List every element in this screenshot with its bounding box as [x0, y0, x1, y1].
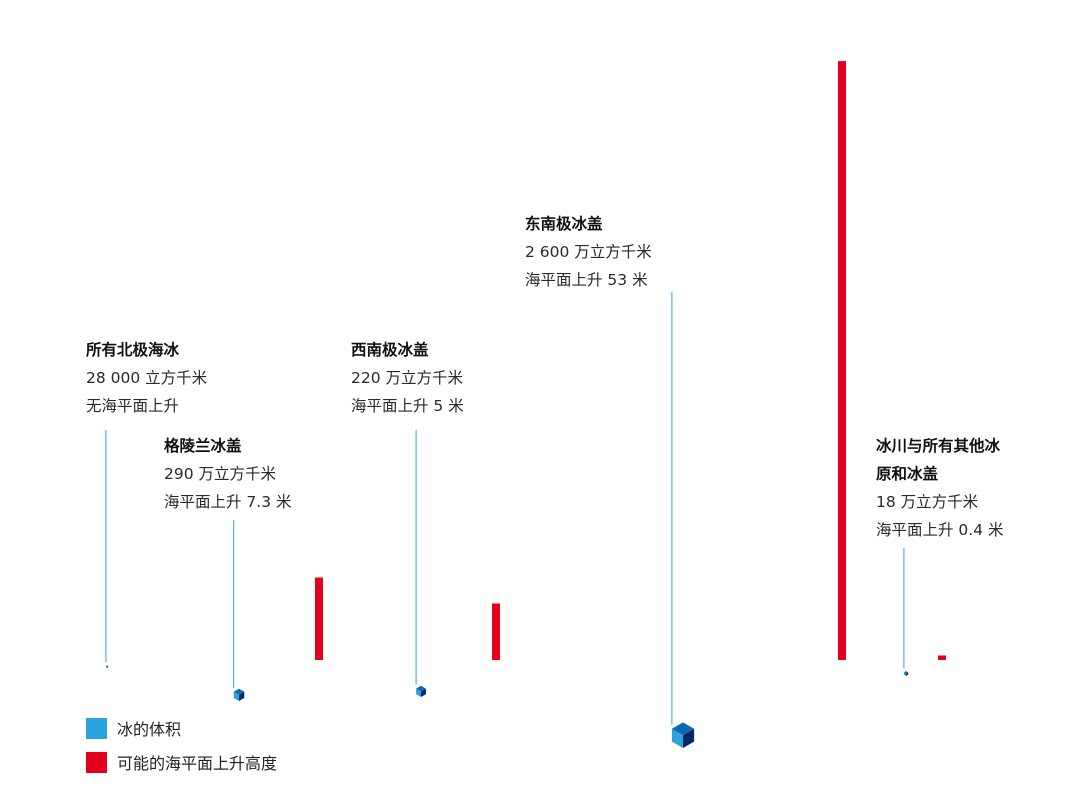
label-volume: 220 万立方千米 [351, 369, 464, 387]
cube-face-front [105, 666, 107, 668]
cube-face-front [903, 672, 906, 676]
cube-face-top [233, 688, 245, 695]
legend-swatch-ice-volume [86, 717, 107, 739]
sea-level-bar [838, 61, 846, 661]
label-volume: 18 万立方千米 [876, 493, 979, 511]
sea-level-bar [315, 577, 323, 660]
label-title: 格陵兰冰盖 [164, 437, 242, 455]
cube-face-top [105, 665, 109, 667]
label-title: 冰川与所有其他冰 [876, 437, 1001, 455]
cube-face-side [683, 728, 695, 748]
sea-level-bar [938, 655, 946, 660]
legend-label-sea-rise: 可能的海平面上升高度 [117, 754, 278, 773]
cube-face-top [416, 685, 426, 692]
label-title-continued: 原和冰盖 [876, 465, 939, 483]
label-sea-rise: 海平面上升 7.3 米 [164, 493, 292, 511]
label-glaciers-other: 冰川与所有其他冰 原和冰盖 18 万立方千米 海平面上升 0.4 米 [876, 432, 1004, 544]
legend-swatch-sea-rise [86, 751, 107, 773]
label-sea-rise: 海平面上升 5 米 [351, 397, 464, 415]
cube-face-side [239, 691, 245, 701]
legend-label-ice-volume: 冰的体积 [117, 720, 182, 739]
label-title: 西南极冰盖 [351, 341, 429, 359]
label-volume: 28 000 立方千米 [86, 369, 208, 387]
cube-face-top [671, 722, 695, 736]
label-title: 所有北极海冰 [86, 341, 180, 359]
legend-item-sea-rise: 可能的海平面上升高度 [86, 750, 277, 774]
sea-level-bar [492, 603, 500, 660]
cube-face-side [421, 688, 426, 697]
cube-face-front [671, 728, 683, 748]
label-sea-rise: 海平面上升 0.4 米 [876, 521, 1004, 539]
legend-item-ice-volume: 冰的体积 [86, 716, 181, 740]
label-volume: 2 600 万立方千米 [525, 243, 652, 261]
label-greenland: 格陵兰冰盖 290 万立方千米 海平面上升 7.3 米 [164, 432, 292, 516]
label-volume: 290 万立方千米 [164, 465, 277, 483]
cube-face-front [233, 691, 239, 701]
cube-face-front [416, 688, 421, 697]
label-title: 东南极冰盖 [525, 215, 603, 233]
label-arctic-sea-ice: 所有北极海冰 28 000 立方千米 无海平面上升 [86, 336, 207, 420]
cube-face-top [903, 671, 909, 674]
label-sea-rise: 无海平面上升 [86, 397, 180, 415]
cube-face-side [107, 666, 109, 668]
cube-face-side [906, 672, 909, 676]
label-east-antarctic: 东南极冰盖 2 600 万立方千米 海平面上升 53 米 [525, 210, 652, 294]
label-west-antarctic: 西南极冰盖 220 万立方千米 海平面上升 5 米 [351, 336, 464, 420]
label-sea-rise: 海平面上升 53 米 [525, 271, 648, 289]
